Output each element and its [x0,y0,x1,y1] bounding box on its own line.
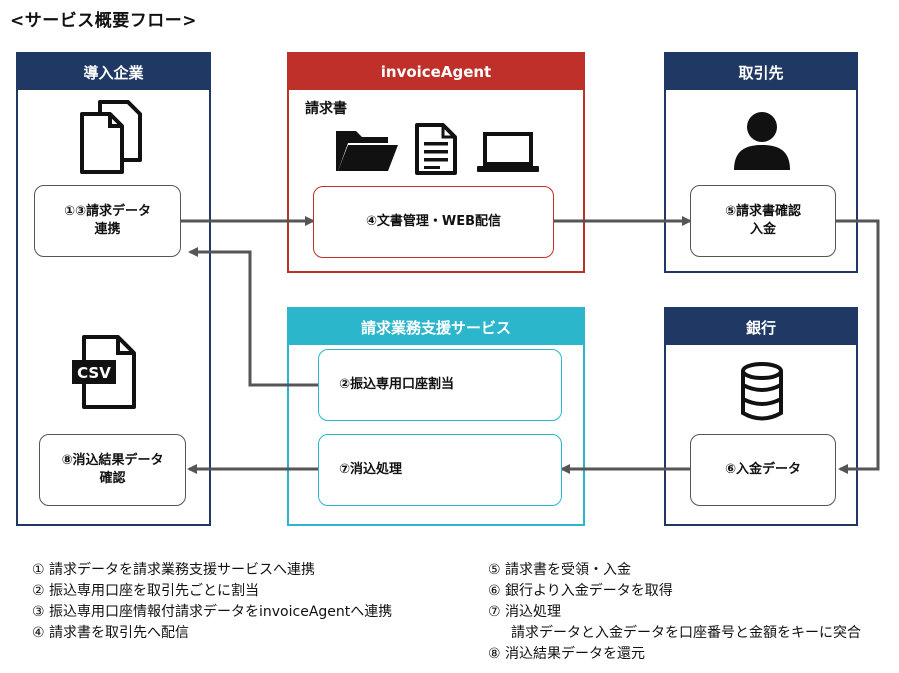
node-reconcile-process: ⑦消込処理 [318,434,562,506]
node-send-billing-data: ①③請求データ 連携 [34,185,181,257]
arrow-assign-bidirectional [188,247,326,390]
node-reconcile-result: ⑧消込結果データ 確認 [39,434,186,506]
legend-item: ④ 請求書を取引先へ配信 [32,625,190,641]
document-icon [415,123,457,175]
partner-panel-header: 取引先 [666,54,856,90]
legend-item: ⑤ 請求書を受領・入金 [488,562,632,578]
company-panel-header: 導入企業 [18,54,209,90]
documents-icon [80,100,142,174]
node-invoice-confirm: ⑤請求書確認 入金 [690,185,836,257]
csv-label: CSV [77,364,111,382]
legend-item: ① 請求データを請求業務支援サービスへ連携 [32,562,315,578]
arrow-partner-to-deposit [835,219,880,474]
legend-item: ⑧ 消込結果データを還元 [488,646,646,662]
legend-item: ③ 振込専用口座情報付請求データをinvoiceAgentへ連携 [32,604,393,620]
billing-support-panel-header: 請求業務支援サービス [289,309,583,345]
bank-panel-header: 銀行 [666,309,856,345]
page-title: <サービス概要フロー> [10,11,197,31]
csv-file-icon: CSV [72,335,136,409]
legend-item: ② 振込専用口座を取引先ごとに割当 [32,583,260,599]
legend-item: ⑦ 消込処理 [488,604,562,620]
node-document-management: ④文書管理・WEB配信 [313,186,554,258]
node-account-assign: ②振込専用口座割当 [318,349,562,421]
legend-item: ⑥ 銀行より入金データを取得 [488,583,673,599]
database-icon [741,362,783,421]
node-deposit-data: ⑥入金データ [690,434,836,506]
person-icon [734,112,790,170]
folder-icon [336,131,398,171]
invoice-sub-label: 請求書 [305,101,347,117]
laptop-icon [477,132,539,172]
invoice-agent-panel-header: invoiceAgent [289,54,583,90]
legend-item-detail: 請求データと入金データを口座番号と金額をキーに突合 [511,625,861,641]
